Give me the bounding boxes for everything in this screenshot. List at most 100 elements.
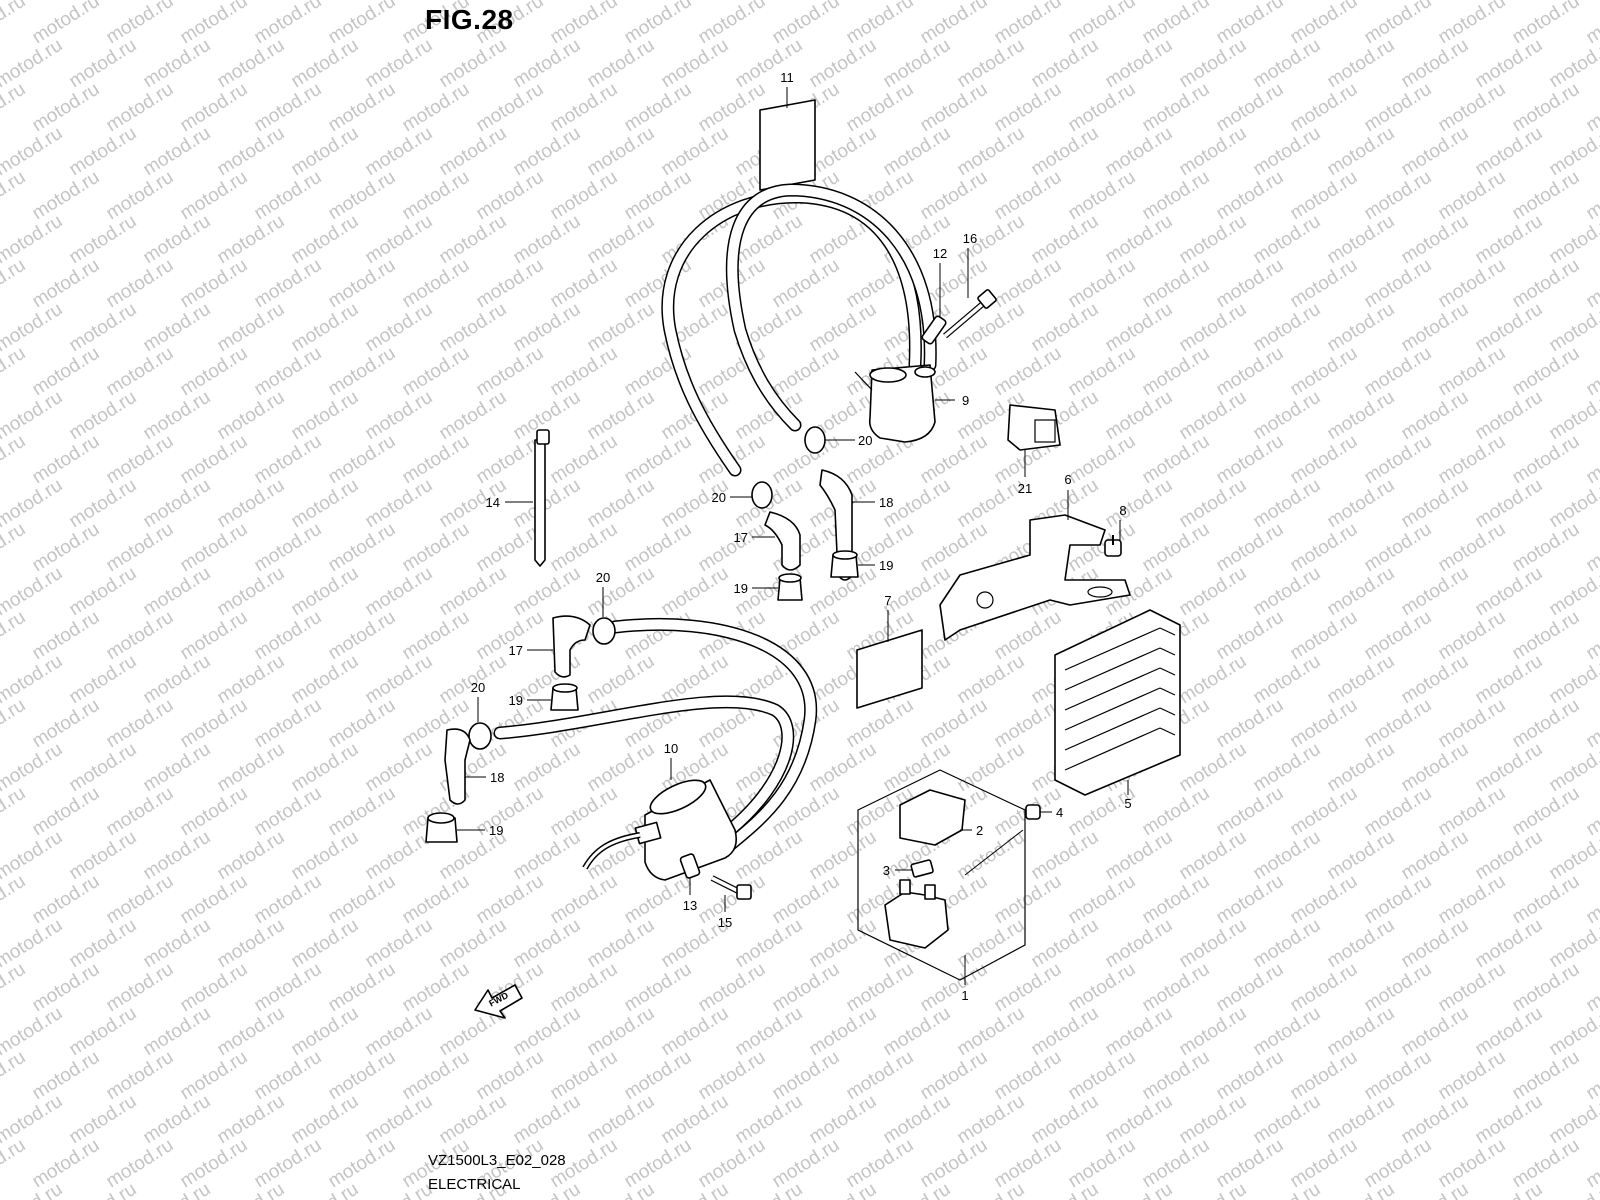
watermark-text: motod.ru [288,563,363,621]
callout-2: 2 [976,823,983,838]
part-12-collar[interactable] [921,315,947,345]
watermark-text: motod.ru [1435,871,1510,929]
watermark-text: motod.ru [1213,871,1288,929]
watermark-text: motod.ru [325,0,400,48]
watermark-text: motod.ru [954,1179,1029,1200]
watermark-text: motod.ru [325,1135,400,1193]
watermark-text: motod.ru [1509,167,1584,225]
part-13-collar[interactable] [679,853,701,879]
watermark-text: motod.ru [1398,211,1473,269]
watermark-text: motod.ru [1509,1047,1584,1105]
watermark-text: motod.ru [1435,0,1510,48]
watermark-text: motod.ru [362,827,437,885]
part-15-bolt[interactable] [710,875,752,900]
watermark-text: motod.ru [1509,0,1584,48]
watermark-text: motod.ru [917,431,992,489]
watermark-text: motod.ru [214,475,289,533]
callout-7: 7 [884,593,891,608]
watermark-text: motod.ru [436,299,511,357]
watermark-text: motod.ru [0,255,29,313]
watermark-text: motod.ru [991,1047,1066,1105]
part-21-connector[interactable] [1007,404,1061,451]
watermark-text: motod.ru [658,1003,733,1061]
part-8-bolt[interactable] [1104,535,1122,557]
watermark-text: motod.ru [66,651,141,709]
part-17-plug-cap-lower[interactable] [552,615,591,678]
watermark-text: motod.ru [880,1091,955,1149]
part-20-seal-upper-right[interactable] [804,426,826,454]
watermark-text: motod.ru [0,871,29,929]
watermark-text: motod.ru [1250,827,1325,885]
part-20-seal-lower-lower[interactable] [468,722,492,750]
part-11-label-sheet[interactable] [759,99,816,191]
part-7-label-sheet[interactable] [856,629,923,709]
part-18-plug-cap-lower[interactable] [444,728,471,805]
watermark-text: motod.ru [0,607,29,665]
watermark-text: motod.ru [0,343,29,401]
watermark-text: motod.ru [510,475,585,533]
part-19-boot-lower-upper[interactable] [550,683,579,711]
watermark-text: motod.ru [1176,123,1251,181]
watermark-text: motod.ru [140,475,215,533]
watermark-text: motod.ru [621,1135,696,1193]
upper-high-tension-leads[interactable] [661,183,937,477]
watermark-text: motod.ru [103,167,178,225]
watermark-text: motod.ru [473,871,548,929]
lower-high-tension-leads[interactable] [493,618,818,852]
callout-17-lower: 17 [509,643,523,658]
part-3-fuse[interactable] [910,859,934,878]
watermark-text: motod.ru [1250,475,1325,533]
part-1-starter-relay-assembly[interactable] [857,769,1026,981]
part-14-cable-tie[interactable] [534,429,550,567]
callout-17-upper: 17 [734,530,748,545]
watermark-text: motod.ru [177,167,252,225]
part-10-ignition-coil[interactable] [582,773,738,881]
watermark-text: motod.ru [1213,695,1288,753]
watermark-text: motod.ru [251,871,326,929]
watermark-text: motod.ru [1028,1091,1103,1149]
watermark-text: motod.ru [806,299,881,357]
watermark-text: motod.ru [362,563,437,621]
watermark-text: motod.ru [66,1091,141,1149]
part-19-boot-upper-left[interactable] [777,573,803,601]
watermark-text: motod.ru [1324,915,1399,973]
watermark-text: motod.ru [436,563,511,621]
watermark-text: motod.ru [1398,651,1473,709]
watermark-text: motod.ru [1213,167,1288,225]
watermark-text: motod.ru [510,563,585,621]
watermark-text: motod.ru [1102,123,1177,181]
watermark-text: motod.ru [621,167,696,225]
watermark-text: motod.ru [399,255,474,313]
watermark-text: motod.ru [1361,255,1436,313]
watermark-text: motod.ru [1472,651,1547,709]
watermark-text: motod.ru [917,695,992,753]
watermark-text: motod.ru [214,299,289,357]
part-16-bolt[interactable] [943,289,997,339]
watermark-text: motod.ru [1139,255,1214,313]
part-17-plug-cap-upper[interactable] [764,511,801,571]
part-6-bracket[interactable] [939,514,1131,641]
part-5-regulator-rectifier[interactable] [1054,609,1181,796]
watermark-text: motod.ru [399,343,474,401]
watermark-text: motod.ru [325,607,400,665]
watermark-text: motod.ru [1176,1003,1251,1061]
watermark-text: motod.ru [214,739,289,797]
watermark-text: motod.ru [954,1003,1029,1061]
part-20-seal-upper-left[interactable] [751,481,773,509]
part-20-seal-lower-upper[interactable] [592,617,616,645]
watermark-text: motod.ru [621,0,696,48]
watermark-text: motod.ru [1472,35,1547,93]
part-19-boot-upper-right[interactable] [830,550,859,578]
watermark-text: motod.ru [658,1091,733,1149]
watermark-text: motod.ru [1287,1047,1362,1105]
watermark-text: motod.ru [362,1003,437,1061]
watermark-text: motod.ru [1213,959,1288,1017]
watermark-text: motod.ru [29,607,104,665]
part-9-ignition-coil[interactable] [854,364,936,443]
part-19-boot-lower-lower[interactable] [425,812,458,843]
watermark-text: motod.ru [325,167,400,225]
watermark-text: motod.ru [1472,123,1547,181]
watermark-text: motod.ru [769,0,844,48]
watermark-text: motod.ru [510,299,585,357]
watermark-text: motod.ru [547,79,622,137]
